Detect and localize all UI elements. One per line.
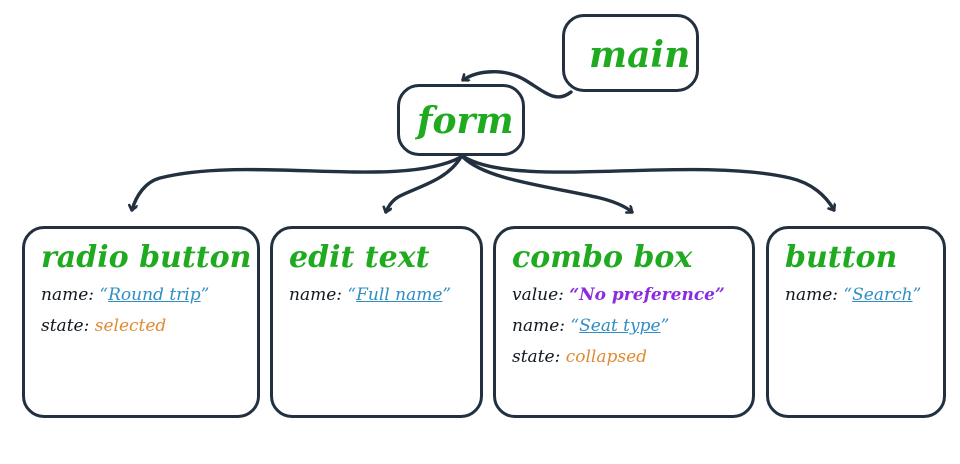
node-form-title: form: [417, 100, 514, 142]
property-value: selected: [94, 316, 167, 336]
edge-form-to-edit-text: [386, 155, 463, 214]
node-edit-text[interactable]: edit text name: “Full name”: [270, 226, 483, 418]
node-main-title: main: [589, 34, 691, 76]
property-key: state:: [41, 316, 90, 336]
edge-form-to-combo-box: [461, 155, 634, 212]
edge-form-to-radio-button: [132, 155, 463, 212]
property-value: Seat type: [579, 316, 661, 336]
node-button[interactable]: button name: “Search”: [766, 226, 946, 418]
property-value: Full name: [356, 285, 443, 305]
node-form[interactable]: form: [397, 84, 525, 156]
property-key: state:: [512, 347, 561, 367]
property-row-name: name: “Round trip”: [41, 287, 257, 304]
property-key: name:: [41, 285, 94, 305]
property-row-name: name: “Search”: [785, 287, 943, 304]
quote-open: “: [570, 316, 580, 336]
property-key: name:: [785, 285, 838, 305]
node-radio-button-title: radio button: [41, 240, 252, 275]
property-value: Search: [852, 285, 913, 305]
property-row-value: value: “No preference”: [512, 287, 752, 304]
property-key: name:: [512, 316, 565, 336]
node-combo-box-title: combo box: [512, 240, 693, 275]
quote-close: ”: [660, 316, 670, 336]
node-radio-button[interactable]: radio button name: “Round trip” state: s…: [22, 226, 260, 418]
node-main[interactable]: main: [562, 14, 699, 92]
quote-open: “: [843, 285, 853, 305]
node-combo-box[interactable]: combo box value: “No preference” name: “…: [493, 226, 755, 418]
property-row-name: name: “Seat type”: [512, 318, 752, 335]
node-button-title: button: [785, 240, 898, 275]
property-row-state: state: collapsed: [512, 349, 752, 366]
property-key: value:: [512, 285, 564, 305]
quote-close: ”: [442, 285, 452, 305]
property-row-name: name: “Full name”: [289, 287, 480, 304]
quote-close: ”: [912, 285, 922, 305]
quote-open: “: [99, 285, 109, 305]
quote-close: ”: [715, 285, 725, 305]
quote-open: “: [347, 285, 357, 305]
node-edit-text-title: edit text: [289, 240, 430, 275]
edge-form-to-button: [462, 155, 834, 210]
quote-close: ”: [200, 285, 210, 305]
quote-open: “: [569, 285, 580, 305]
property-value: Round trip: [108, 285, 201, 305]
property-row-state: state: selected: [41, 318, 257, 335]
property-key: name:: [289, 285, 342, 305]
property-value: collapsed: [565, 347, 648, 367]
property-value: No preference: [579, 285, 715, 305]
